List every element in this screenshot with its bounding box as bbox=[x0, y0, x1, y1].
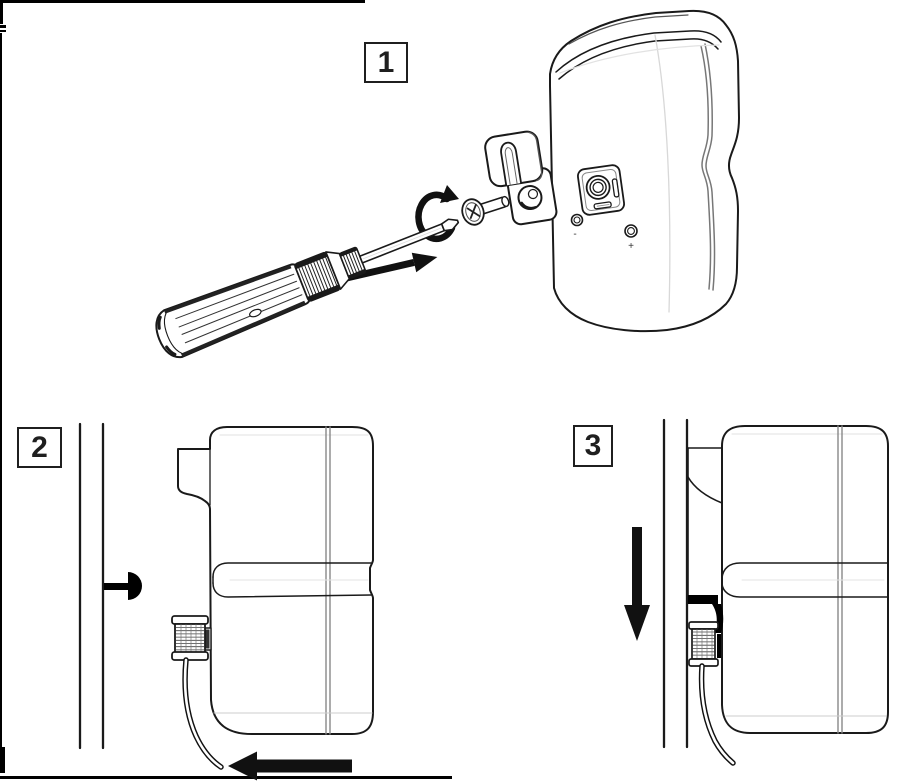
insert-arrow bbox=[337, 252, 438, 284]
phillips-cross bbox=[466, 203, 481, 219]
wall-lines bbox=[662, 418, 689, 749]
step-number: 1 bbox=[377, 45, 395, 79]
step-2-number-badge: 2 bbox=[17, 427, 62, 468]
minus-mark: - bbox=[573, 229, 576, 240]
step-3-illustration bbox=[624, 418, 889, 766]
direction-arrow-left bbox=[228, 751, 352, 781]
antenna-cable bbox=[182, 657, 224, 770]
bracket-on-hook bbox=[687, 447, 724, 658]
screw-boss-plus: + bbox=[624, 224, 638, 252]
wall-hook-pin bbox=[104, 572, 142, 600]
plus-mark: + bbox=[628, 241, 634, 252]
middle-band bbox=[212, 562, 372, 578]
mounting-screw bbox=[461, 195, 510, 226]
step-2-illustration bbox=[78, 422, 374, 781]
hook-lip bbox=[712, 604, 724, 633]
page-edge-left-mark bbox=[0, 747, 5, 773]
step-1-illustration: - + bbox=[155, 9, 740, 359]
step-1-number-badge: 1 bbox=[364, 42, 408, 83]
page-edge-left-line bbox=[0, 0, 3, 24]
thumbscrew-knob bbox=[171, 615, 212, 661]
hook-bar bbox=[688, 595, 718, 604]
connector-panel bbox=[577, 164, 625, 216]
middle-band bbox=[212, 582, 372, 598]
bottom-slot bbox=[593, 201, 612, 210]
wall-lines bbox=[78, 422, 105, 750]
step-3-number-badge: 3 bbox=[573, 425, 613, 467]
side-seam-line bbox=[704, 43, 716, 291]
page-edge-left-dash bbox=[0, 29, 6, 32]
page-edge-left-dash bbox=[0, 25, 6, 28]
screw-boss-minus: - bbox=[570, 213, 584, 240]
rotate-arrow bbox=[415, 185, 459, 243]
speaker-side-view-mounted bbox=[721, 425, 889, 734]
page-edge-bottom-line bbox=[0, 775, 452, 779]
hook-bracket bbox=[484, 130, 558, 226]
middle-band bbox=[721, 583, 889, 598]
antenna-cable bbox=[698, 663, 736, 766]
thumbscrew-knob bbox=[688, 621, 719, 667]
speaker-side-view bbox=[177, 426, 374, 735]
side-seam-line bbox=[700, 45, 712, 290]
step-number: 2 bbox=[31, 430, 48, 464]
step-number: 3 bbox=[584, 429, 602, 462]
screwdriver bbox=[155, 218, 460, 359]
page-edge-left-line bbox=[0, 33, 3, 747]
speaker-back-view: - + bbox=[549, 9, 740, 333]
flat-blade-tip bbox=[440, 218, 460, 232]
middle-band bbox=[721, 562, 889, 579]
side-slot bbox=[611, 178, 620, 198]
page-edge-top-line bbox=[0, 0, 365, 3]
direction-arrow-down bbox=[624, 527, 650, 641]
